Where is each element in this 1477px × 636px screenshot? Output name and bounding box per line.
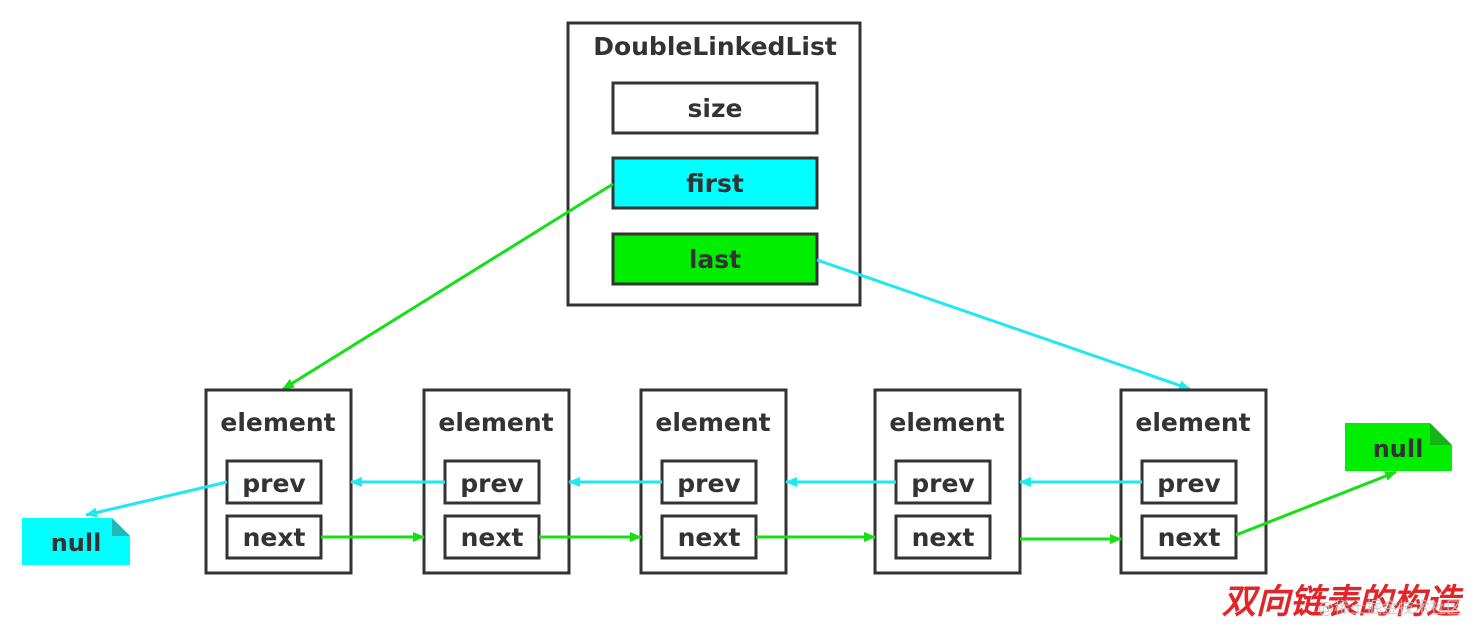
first-field-label: first [686,169,744,198]
node-4: element prev next [873,388,1022,575]
node-element-label: element [655,408,770,437]
prev-box [660,459,758,505]
null-right-note-shape [1345,423,1452,471]
next-label: next [678,523,741,552]
next-box [443,514,541,560]
list-title: DoubleLinkedList [593,32,837,61]
next-box [894,514,992,560]
next-arrow-5-null [1235,470,1397,537]
next-label: next [243,523,306,552]
prev-label: prev [460,469,523,498]
next-label: next [912,523,975,552]
node-element-label: element [220,408,335,437]
prev-label: prev [911,469,974,498]
null-right-label: null [1373,435,1424,463]
next-box [660,514,758,560]
node-element-label: element [438,408,553,437]
null-left-note-fold [112,518,130,536]
prev-label: prev [677,469,740,498]
next-label: next [1158,523,1221,552]
node-element-label: element [1135,408,1250,437]
prev-label: prev [242,469,305,498]
null-left-note-shape [22,518,130,565]
diagram-caption: 双向链表的构造 [1222,582,1464,622]
first-field-box [611,156,819,210]
prev-label: prev [1157,469,1220,498]
node-2: element prev next [422,388,571,575]
size-field-label: size [688,94,743,123]
last-field-label: last [689,245,741,274]
null-left-note: null [22,518,130,565]
list-object: DoubleLinkedList size first last [566,21,862,307]
prev-arrow-1-null [85,480,228,518]
null-left-label: null [51,529,102,557]
size-field-box [611,81,819,135]
null-right-note-fold [1430,423,1452,445]
watermark: @稀土掘金技术社区 [1318,598,1462,617]
null-right-note: null [1345,423,1452,471]
next-label: next [461,523,524,552]
next-box [225,514,323,560]
node-1: element prev next [204,388,353,575]
node-5: element prev next [1119,388,1268,575]
node-3: element prev next [639,388,788,575]
node-element-label: element [889,408,1004,437]
next-box [1140,514,1238,560]
last-pointer-arrow [816,258,1191,391]
first-pointer-arrow [282,182,614,391]
last-field-box [611,232,819,286]
